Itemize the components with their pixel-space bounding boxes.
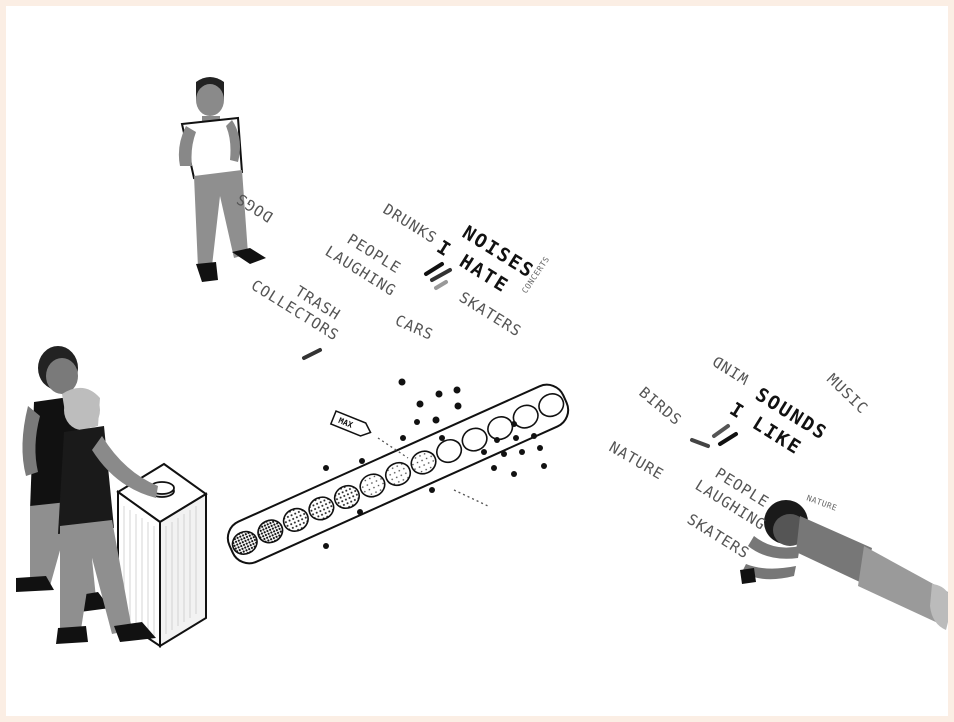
meter-cell-empty: [461, 427, 488, 452]
like-word-music: MUSIC: [823, 370, 872, 418]
meter-cell-filled: [359, 473, 386, 498]
illustration-frame: MAX: [6, 6, 948, 716]
two-people-at-console: [16, 346, 158, 644]
noise-installation-illustration: MAX: [16, 77, 948, 648]
sound-meter: [226, 383, 570, 565]
meter-cell-filled: [384, 461, 412, 487]
like-word-birds: BIRDS: [635, 383, 685, 429]
like-word-nature-small: NATURE: [805, 493, 838, 512]
meter-cell-empty: [436, 438, 463, 464]
like-word-wind: WIND: [709, 351, 753, 388]
dotted-guide: [453, 489, 489, 507]
meter-cell-filled: [308, 496, 335, 521]
meter-cell-filled: [257, 519, 284, 544]
meter-cell-filled: [231, 530, 258, 555]
like-marker-sticks: [690, 424, 738, 448]
meter-cells: [231, 393, 565, 555]
control-console: [116, 462, 208, 648]
meter-cell-filled: [333, 484, 360, 510]
like-word-nature: NATURE: [606, 438, 667, 484]
hate-word-cars: CARS: [392, 311, 436, 344]
noises-i-hate-group: NOISES I HATE DOGS DRUNKS PEOPLE LAUGHIN…: [233, 189, 551, 360]
meter-cell-filled: [282, 507, 309, 532]
lying-person: [740, 500, 948, 630]
hate-marker-sticks: [302, 262, 452, 360]
standing-person: [178, 77, 266, 282]
max-flag-icon: MAX: [329, 410, 409, 459]
sound-particles: [323, 378, 547, 549]
hate-word-skaters: SKATERS: [456, 288, 525, 340]
meter-cell-filled: [410, 450, 437, 475]
hate-word-drunks: DRUNKS: [380, 200, 441, 247]
meter-cell-empty: [538, 393, 565, 418]
